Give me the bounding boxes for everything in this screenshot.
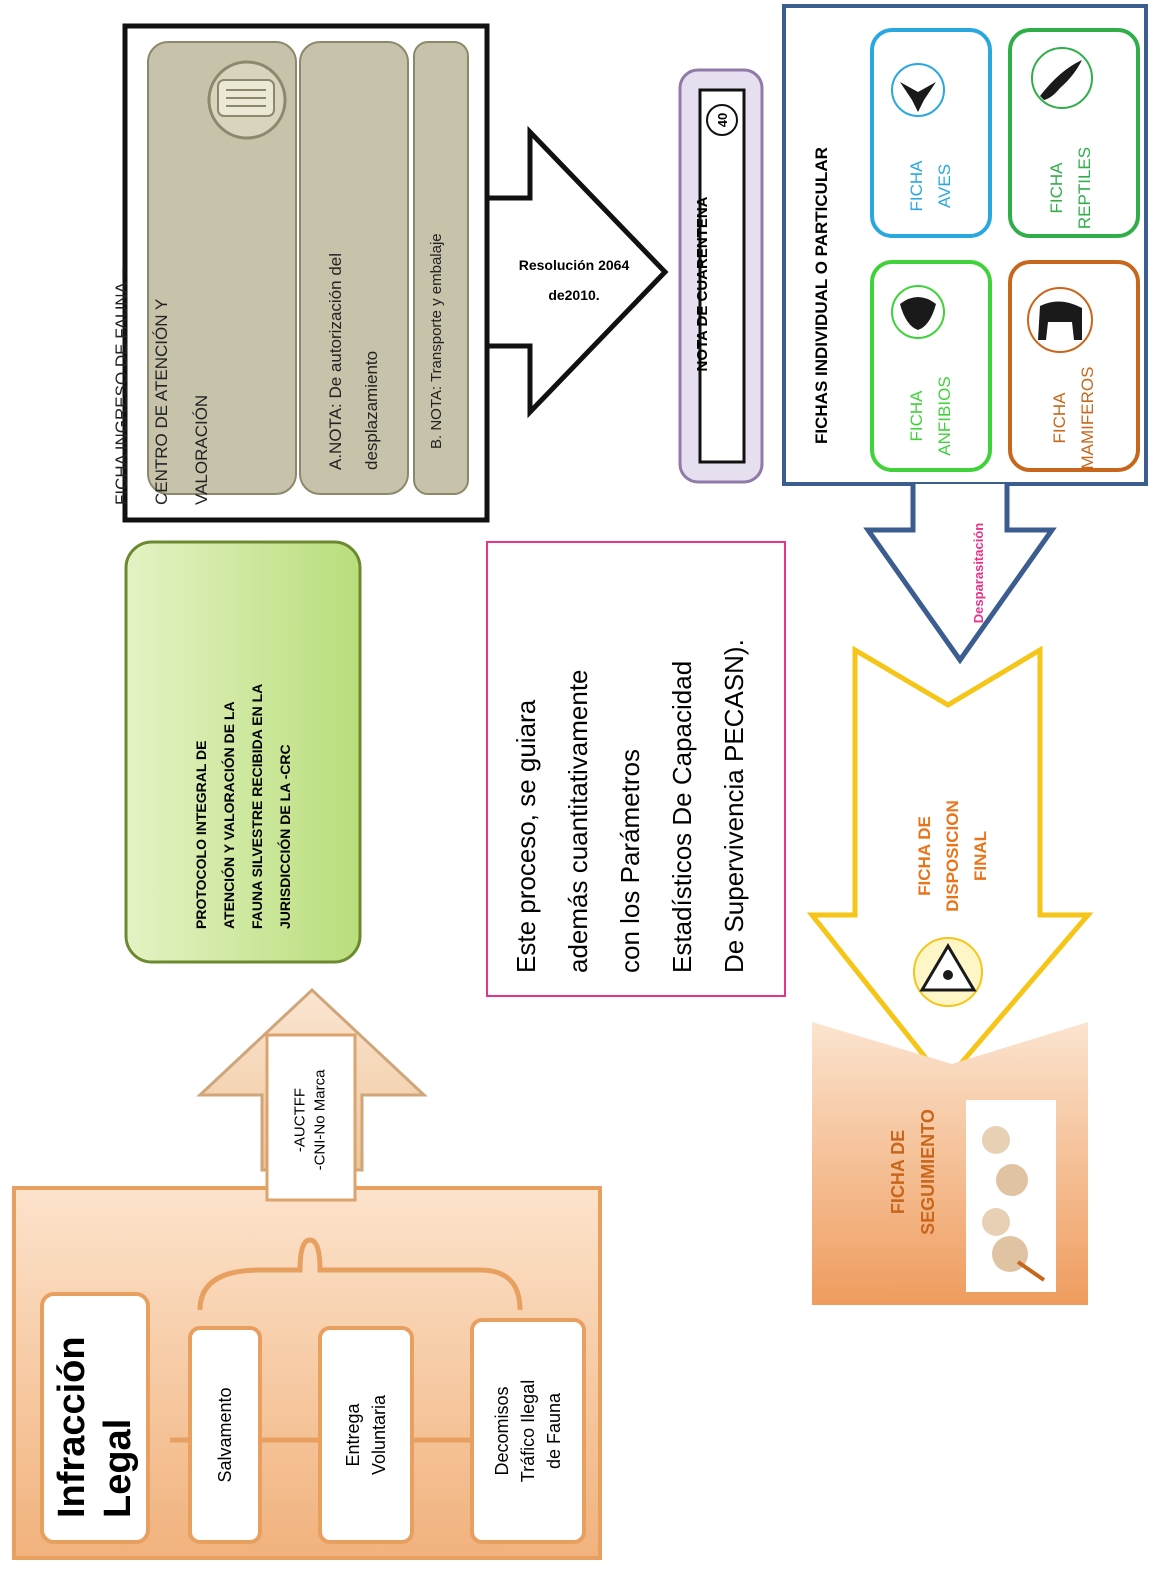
nota-b-text: B. NOTA: Transporte y embalaje xyxy=(427,233,445,449)
arrow-down-yellow xyxy=(806,645,1094,1086)
ficha-aves-label: FICHA AVES xyxy=(907,160,954,212)
frog-icon xyxy=(891,285,945,339)
cuarentena-label: NOTA DE CUARENTENA xyxy=(693,196,711,372)
disposicion-label: FICHA DE DISPOSICION FINAL xyxy=(915,800,990,912)
pecasn-text: Este proceso, se guiara además cuantitat… xyxy=(511,639,749,973)
nota-a-text: A.NOTA: De autorización del desplazamien… xyxy=(326,253,381,470)
entrega-box xyxy=(318,1326,414,1544)
seguimiento-label: FICHA DE SEGUIMIENTO xyxy=(888,1109,938,1235)
pecasn-box xyxy=(486,541,786,997)
arrow-up-label: -AUCTFF -CNI-No Marca xyxy=(291,1069,329,1171)
decomisos-label: Decomisos Tráfico Ilegal de Fauna xyxy=(492,1379,564,1483)
lizard-icon xyxy=(1031,47,1093,109)
protocolo-box xyxy=(124,540,362,964)
warning-triangle-icon xyxy=(913,937,983,1007)
decomisos-box xyxy=(470,1318,586,1544)
bird-icon xyxy=(891,63,945,117)
salvamento-label: Salvamento xyxy=(214,1387,235,1483)
fichas-title: FICHAS INDIVIDUAL O PARTICULAR xyxy=(812,147,831,444)
infraccion-title: Infracción Legal xyxy=(51,1336,139,1518)
infraccion-title-box xyxy=(40,1292,150,1544)
ficha-reptiles-label: FICHA REPTILES xyxy=(1047,146,1094,230)
salvamento-box xyxy=(188,1326,262,1544)
protocolo-text: PROTOCOLO INTEGRAL DE ATENCIÓN Y VALORAC… xyxy=(193,683,293,929)
arrow-down-blue xyxy=(863,484,1057,665)
badge-40-label: 40 xyxy=(714,112,730,128)
desparasitacion-label: Desparasitación xyxy=(970,522,986,624)
arrow-right-shape xyxy=(484,125,669,419)
paw-prints-icon xyxy=(982,1126,1046,1282)
ficha-ingreso-text: FICHA INGRESO DE FAUNA – CENTRO DE ATENC… xyxy=(112,268,211,505)
ficha-anfibios-label: FICHA ANFIBIOS xyxy=(907,376,954,456)
entrega-label: Entrega Voluntaria xyxy=(343,1394,389,1476)
mammal-icon xyxy=(1027,287,1093,353)
arrow-up-textbox xyxy=(265,1033,357,1202)
resolucion-text: Resolución 2064 de2010. xyxy=(518,257,630,303)
badge-40-icon xyxy=(706,104,738,136)
speech-bubble-icon xyxy=(207,60,287,140)
ficha-mamiferos-label: FICHA MAMIFEROS xyxy=(1050,366,1097,470)
